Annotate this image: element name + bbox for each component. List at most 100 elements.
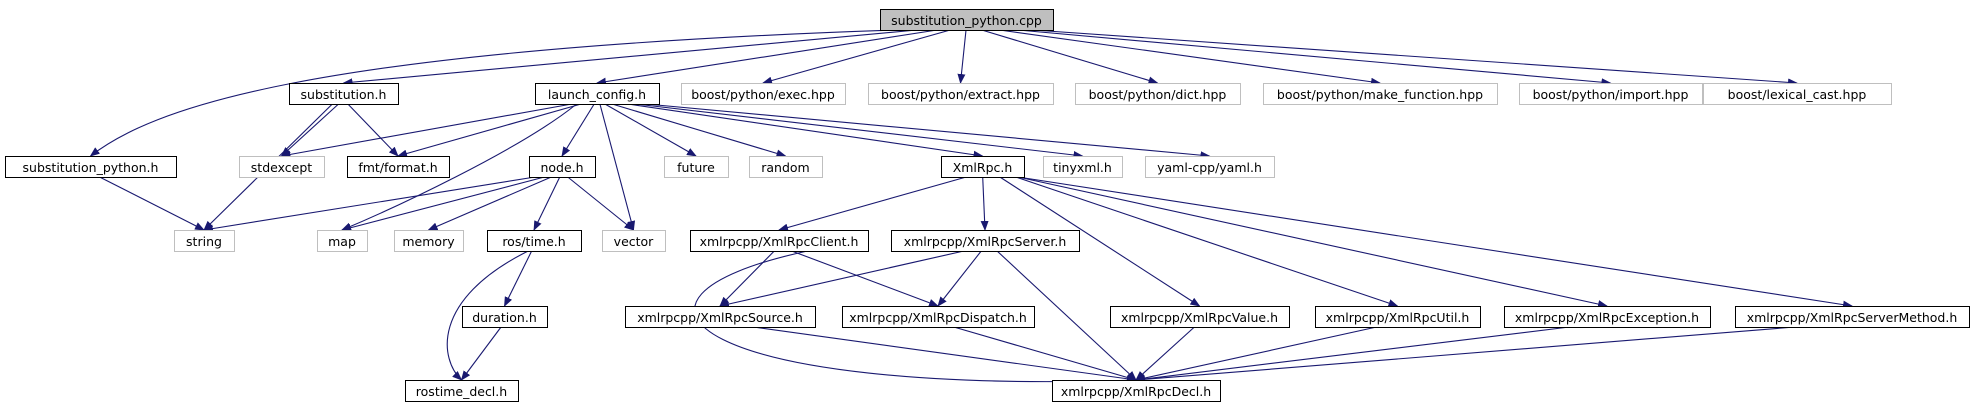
node-server[interactable]: xmlrpcpp/XmlRpcServer.h: [891, 230, 1080, 252]
edge-servermethod-to-decl: [1135, 326, 1795, 384]
node-label: tinyxml.h: [1053, 160, 1112, 175]
node-boost-lexical-cast: boost/lexical_cast.hpp: [1703, 83, 1892, 105]
node-box: [1052, 380, 1221, 402]
edge-root-to-boost_make_function: [999, 29, 1381, 86]
edge-launch_config_h-to-node_h: [561, 103, 595, 157]
node-box: [5, 156, 177, 178]
edge-xmlrpc_h-to-client: [778, 176, 967, 232]
node-label: boost/python/extract.hpp: [881, 87, 1040, 102]
node-tinyxml: tinyxml.h: [1043, 156, 1123, 178]
node-box: [664, 156, 729, 178]
node-box: [487, 230, 582, 252]
node-util[interactable]: xmlrpcpp/XmlRpcUtil.h: [1315, 306, 1481, 328]
node-box: [174, 230, 235, 252]
node-box: [690, 230, 869, 252]
node-ros-time[interactable]: ros/time.h: [487, 230, 582, 252]
node-source[interactable]: xmlrpcpp/XmlRpcSource.h: [625, 306, 816, 328]
node-box: [289, 83, 399, 105]
node-map: map: [317, 230, 368, 252]
edge-server-to-source: [719, 250, 964, 308]
nodes-layer: substitution_python.cpp substitution_pyth…: [5, 9, 1970, 402]
edge-xmlrpc_h-to-exception: [1017, 176, 1608, 308]
node-box: [1043, 156, 1123, 178]
node-box: [1145, 156, 1275, 178]
node-label: boost/python/make_function.hpp: [1277, 87, 1483, 102]
edge-launch_config_h-to-stdexcept: [280, 103, 572, 159]
edges-layer: [89, 29, 1853, 385]
edge-root-to-substitution_h: [342, 29, 917, 87]
node-label: substitution_python.cpp: [891, 13, 1042, 28]
edge-value-to-decl: [1135, 326, 1195, 381]
node-box: [1263, 83, 1498, 105]
node-node-h[interactable]: node.h: [529, 156, 596, 178]
node-dispatch[interactable]: xmlrpcpp/XmlRpcDispatch.h: [842, 306, 1035, 328]
node-label: memory: [402, 234, 455, 249]
node-launch-config-h[interactable]: launch_config.h: [535, 83, 660, 105]
node-substitution-h[interactable]: substitution.h: [289, 83, 399, 105]
node-exception[interactable]: xmlrpcpp/XmlRpcException.h: [1504, 306, 1711, 328]
node-label: xmlrpcpp/XmlRpcServerMethod.h: [1747, 310, 1958, 325]
node-value[interactable]: xmlrpcpp/XmlRpcValue.h: [1110, 306, 1290, 328]
node-label: fmt/format.h: [358, 160, 437, 175]
edge-client-to-decl: [694, 250, 1137, 385]
node-box: [1519, 83, 1703, 105]
node-label: random: [761, 160, 809, 175]
node-client[interactable]: xmlrpcpp/XmlRpcClient.h: [690, 230, 869, 252]
node-box: [681, 83, 846, 105]
edge-node_h-to-string: [203, 176, 536, 233]
edge-exception-to-decl: [1135, 326, 1570, 383]
node-box: [1504, 306, 1711, 328]
edge-server-to-decl: [996, 250, 1137, 381]
edge-launch_config_h-to-map: [341, 103, 577, 231]
node-label: rostime_decl.h: [416, 384, 507, 399]
node-box: [347, 156, 450, 178]
node-label: vector: [614, 234, 655, 249]
node-box: [405, 380, 519, 402]
node-boost-import: boost/python/import.hpp: [1519, 83, 1703, 105]
node-duration[interactable]: duration.h: [462, 306, 548, 328]
edge-launch_config_h-to-random: [611, 103, 787, 158]
node-label: string: [186, 234, 222, 249]
node-rostime-decl[interactable]: rostime_decl.h: [405, 380, 519, 402]
node-label: XmlRpc.h: [953, 160, 1013, 175]
edge-root-to-boost_lexical_cast: [1032, 29, 1798, 87]
node-box: [891, 230, 1080, 252]
node-label: boost/lexical_cast.hpp: [1728, 87, 1867, 102]
edge-ros_time-to-rostime_decl: [446, 250, 529, 381]
edge-server-to-dispatch: [937, 250, 982, 307]
edge-substitution_python_h-to-string: [99, 176, 205, 231]
node-box: [535, 83, 660, 105]
node-memory: memory: [394, 230, 464, 252]
edge-root-to-launch_config_h: [596, 29, 938, 86]
edge-launch_config_h-to-fmt_format: [397, 103, 582, 158]
node-label: substitution.h: [301, 87, 387, 102]
edge-root-to-boost_exec: [762, 29, 951, 85]
node-fmt-format[interactable]: fmt/format.h: [347, 156, 450, 178]
edge-source-to-decl: [753, 326, 1137, 383]
node-label: xmlrpcpp/XmlRpcDispatch.h: [849, 310, 1027, 325]
node-label: xmlrpcpp/XmlRpcUtil.h: [1326, 310, 1470, 325]
node-xmlrpc-h[interactable]: XmlRpc.h: [941, 156, 1025, 178]
node-stdexcept: stdexcept: [239, 156, 325, 178]
node-label: boost/python/exec.hpp: [691, 87, 835, 102]
edge-node_h-to-memory: [427, 176, 552, 231]
edge-client-to-dispatch: [791, 250, 939, 307]
node-substitution-python-h[interactable]: substitution_python.h: [5, 156, 177, 178]
node-root[interactable]: substitution_python.cpp: [880, 9, 1054, 31]
node-label: boost/python/import.hpp: [1533, 87, 1689, 102]
node-label: stdexcept: [251, 160, 312, 175]
node-decl[interactable]: xmlrpcpp/XmlRpcDecl.h: [1052, 380, 1221, 402]
node-box: [462, 306, 548, 328]
node-boost-make-function: boost/python/make_function.hpp: [1263, 83, 1498, 105]
node-box: [868, 83, 1054, 105]
node-servermethod[interactable]: xmlrpcpp/XmlRpcServerMethod.h: [1735, 306, 1970, 328]
node-boost-exec: boost/python/exec.hpp: [681, 83, 846, 105]
node-label: launch_config.h: [548, 87, 646, 102]
node-box: [1315, 306, 1481, 328]
edge-substitution_h-to-stdexcept: [280, 103, 339, 157]
edge-root-to-boost_dict: [981, 29, 1159, 85]
node-box: [749, 156, 823, 178]
edge-root-to-boost_extract: [957, 29, 967, 84]
